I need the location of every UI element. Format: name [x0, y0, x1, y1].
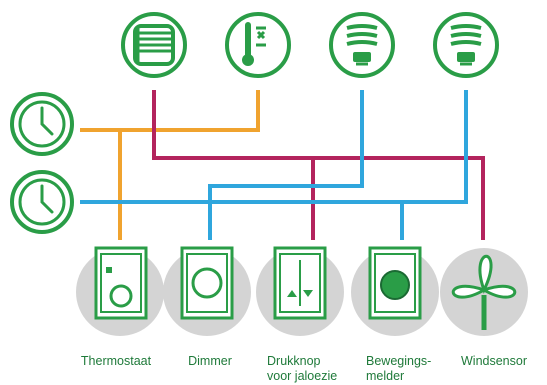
thermostat-label: Thermostaat — [56, 354, 176, 369]
dimmer-device — [163, 246, 251, 336]
wind-sensor-device — [440, 248, 528, 336]
blinds-button-label-line2: voor jaloezie — [267, 369, 338, 383]
orange-connection-upper — [208, 90, 364, 240]
blinds-icon — [121, 12, 187, 78]
magenta-connection — [152, 90, 485, 240]
thermostat-label-line1: Thermostaat — [80, 354, 152, 368]
blinds-button-device — [256, 246, 344, 336]
dimmer-label: Dimmer — [175, 354, 245, 369]
motion-sensor-label-line1: Bewegings- — [366, 354, 432, 368]
blue-connection — [80, 90, 468, 240]
orange-connection — [80, 90, 260, 240]
connection-lines — [80, 90, 485, 240]
bulb-icon-1 — [329, 12, 395, 78]
thermometer-icon — [225, 12, 291, 78]
blinds-button-label-line1: Drukknop — [267, 354, 321, 368]
motion-sensor-device — [351, 246, 439, 336]
motion-sensor-label: Bewegings- melder — [366, 354, 456, 384]
dimmer-label-line1: Dimmer — [188, 354, 232, 368]
motion-sensor-label-line2: melder — [366, 369, 405, 383]
clock-icon-1 — [10, 92, 74, 156]
bulb-icon-2 — [433, 12, 499, 78]
thermostat-device — [76, 246, 164, 336]
wind-sensor-label: Windsensor — [446, 354, 542, 369]
wind-sensor-label-line1: Windsensor — [461, 354, 527, 368]
blinds-button-label: Drukknop voor jaloezie — [267, 354, 367, 384]
clock-icon-2 — [10, 170, 74, 234]
